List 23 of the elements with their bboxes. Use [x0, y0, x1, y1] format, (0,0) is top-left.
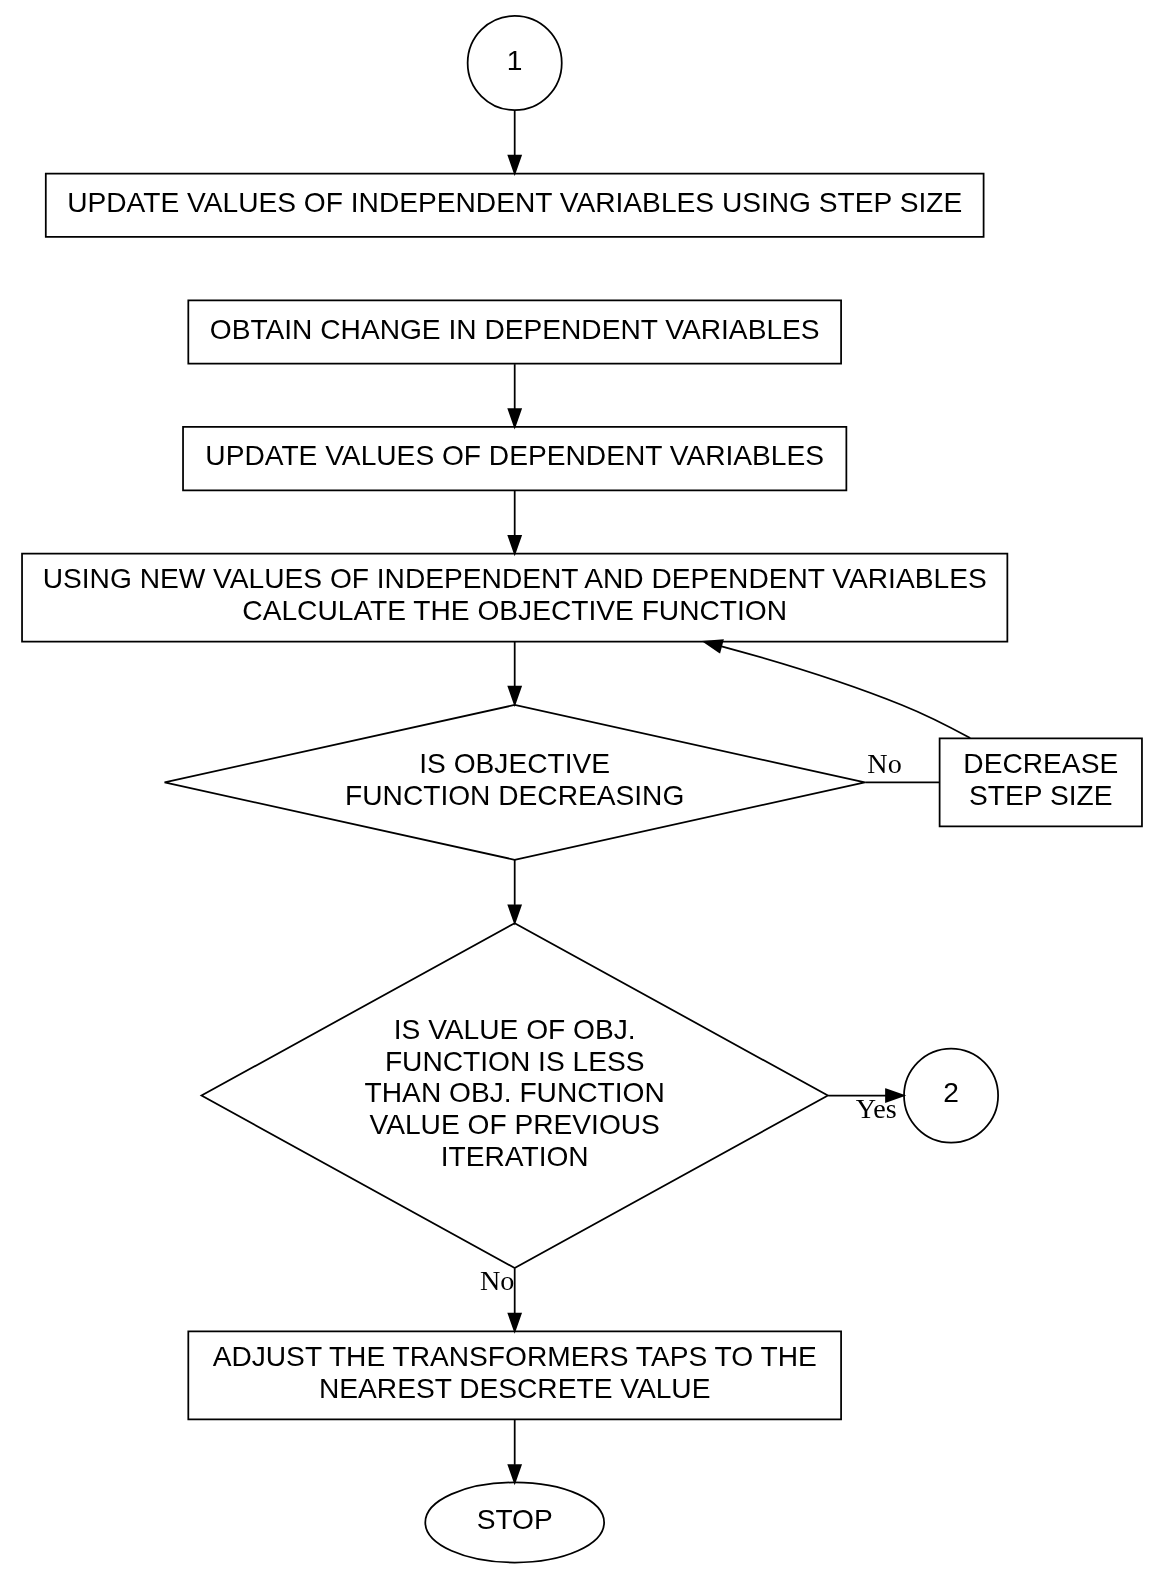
arrow [701, 639, 972, 739]
node-diamond: IS VALUE OF OBJ. FUNCTION IS LESS THAN OBJ. FUNCTION VALUE OF PREVIOUS ITERATION [199, 922, 830, 1270]
connector [864, 781, 941, 784]
arrow [507, 1267, 523, 1334]
edge-label: Yes [855, 1093, 897, 1125]
node-box: USING NEW VALUES OF INDEPENDENT AND DEPENDENT VARIABLES CALCULATE THE OBJECTIVE FUNCTION [21, 552, 1009, 643]
arrow [827, 1088, 907, 1103]
arrow [507, 641, 523, 707]
node-box: UPDATE VALUES OF DEPENDENT VARIABLES [182, 426, 848, 492]
node-diamond: IS OBJECTIVE FUNCTION DECREASING [163, 704, 866, 861]
edge-label: No [867, 748, 902, 780]
node-circle: 1 [466, 15, 563, 111]
arrow [507, 110, 523, 176]
arrow [507, 1418, 523, 1486]
arrow [507, 859, 523, 926]
arrow [507, 489, 523, 557]
node-box: OBTAIN CHANGE IN DEPENDENT VARIABLES [187, 299, 842, 365]
node-ellipse: STOP [424, 1481, 605, 1564]
arrow [507, 363, 523, 430]
node-box: UPDATE VALUES OF INDEPENDENT VARIABLES USING STEP SIZE [44, 172, 985, 238]
node-box: ADJUST THE TRANSFORMERS TAPS TO THE NEAREST DESCRETE VALUE [187, 1330, 842, 1421]
node-box: DECREASE STEP SIZE [938, 737, 1143, 828]
node-circle: 2 [903, 1047, 999, 1144]
